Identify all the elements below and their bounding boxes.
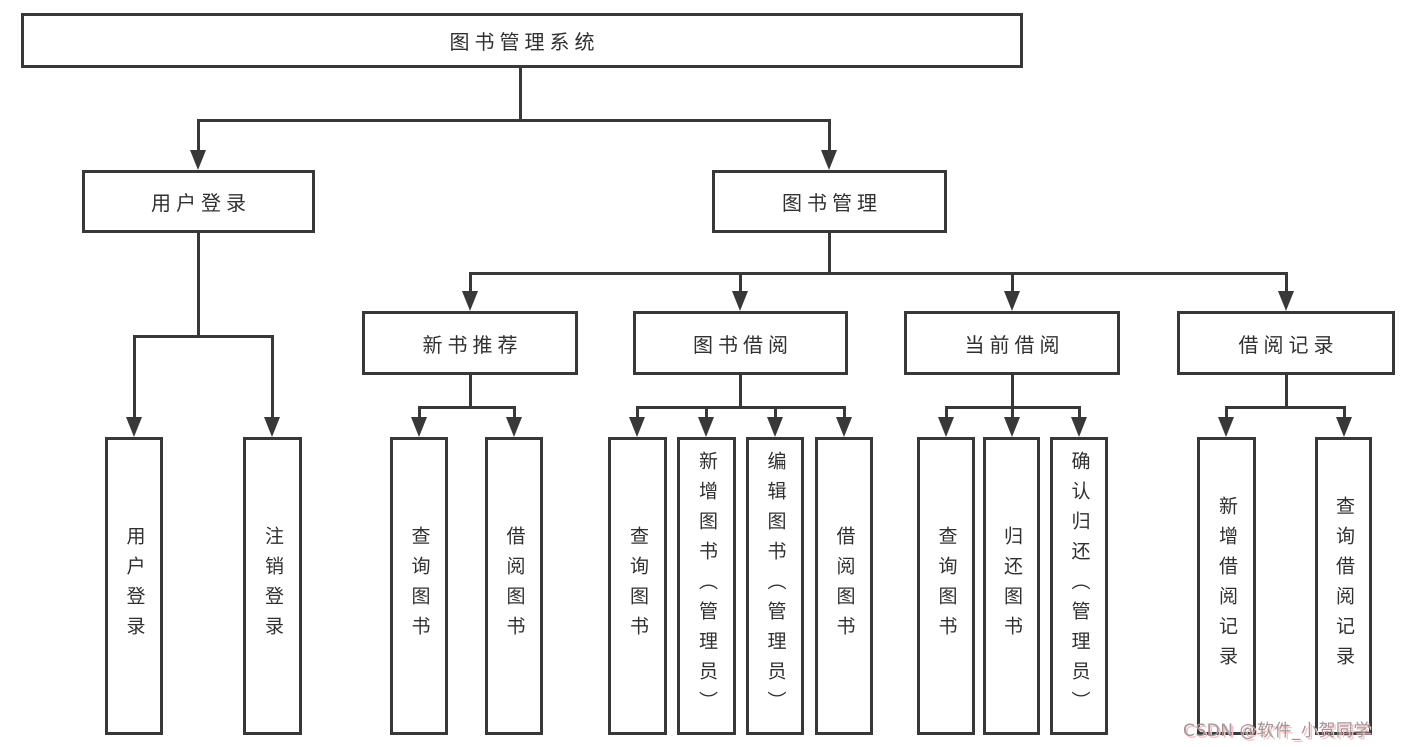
connector-bar <box>1225 406 1345 409</box>
arrow-down-icon <box>126 417 142 437</box>
leaf-confirm-return-admin: 确认归还（管理员） <box>1050 437 1108 735</box>
connector-arrow-shaft <box>773 406 777 419</box>
connector-arrow-shaft <box>1342 406 1346 419</box>
leaf-borrow-books-2-label: 借阅图书 <box>833 526 856 646</box>
arrow-down-icon <box>1004 417 1020 437</box>
leaf-confirm-return-admin-label: 确认归还（管理员） <box>1068 451 1091 721</box>
node-current-borrow-label: 当前借阅 <box>964 332 1065 357</box>
leaf-query-borrow-record: 查询借阅记录 <box>1315 437 1372 735</box>
leaf-query-books-2: 查询图书 <box>608 437 667 735</box>
node-user-login-label: 用户登录 <box>151 191 251 215</box>
node-new-book-recommend: 新书推荐 <box>362 311 578 375</box>
connector-arrow-shaft <box>827 119 831 152</box>
connector-arrow-shaft <box>1010 272 1014 293</box>
node-book-borrow: 图书借阅 <box>633 311 848 375</box>
connector-arrow-shaft <box>196 119 200 152</box>
arrow-down-icon <box>411 417 427 437</box>
leaf-borrow-books-1-label: 借阅图书 <box>503 526 526 646</box>
node-borrow-records-label: 借阅记录 <box>1238 332 1339 357</box>
node-book-management-label: 图书管理 <box>782 191 882 215</box>
node-user-login: 用户登录 <box>82 170 315 233</box>
leaf-borrow-books-2: 借阅图书 <box>815 437 873 735</box>
arrow-down-icon <box>506 417 522 437</box>
leaf-query-books-3: 查询图书 <box>917 437 975 735</box>
node-current-borrow: 当前借阅 <box>904 311 1120 375</box>
leaf-edit-books-admin: 编辑图书（管理员） <box>746 437 804 735</box>
connector-stub <box>468 375 472 407</box>
arrow-down-icon <box>629 417 645 437</box>
connector-stub <box>196 233 200 336</box>
connector-arrow-shaft <box>270 335 274 419</box>
arrow-down-icon <box>190 150 206 170</box>
arrow-down-icon <box>767 417 783 437</box>
connector-arrow-shaft <box>842 406 846 419</box>
connector-arrow-shaft <box>132 335 136 419</box>
connector-bar <box>197 119 831 122</box>
connector-arrow-shaft <box>738 272 742 293</box>
arrow-down-icon <box>462 291 478 311</box>
connector-arrow-shaft <box>944 406 948 419</box>
arrow-down-icon <box>836 417 852 437</box>
connector-arrow-shaft <box>512 406 516 419</box>
leaf-borrow-books-1: 借阅图书 <box>485 437 543 735</box>
arrow-down-icon <box>1071 417 1087 437</box>
connector-arrow-shaft <box>468 272 472 293</box>
connector-arrow-shaft <box>417 406 421 419</box>
connector-stub <box>738 375 742 407</box>
connector-stub <box>827 233 831 274</box>
leaf-query-borrow-record-label: 查询借阅记录 <box>1333 496 1355 676</box>
connector-arrow-shaft <box>1077 406 1081 419</box>
connector-arrow-shaft <box>635 406 639 419</box>
node-root-system: 图书管理系统 <box>21 13 1023 68</box>
leaf-query-books-1-label: 查询图书 <box>408 526 431 646</box>
arrow-down-icon <box>698 417 714 437</box>
leaf-user-login-label: 用户登录 <box>123 526 146 646</box>
connector-stub <box>1010 375 1014 407</box>
connector-arrow-shaft <box>1010 406 1014 419</box>
leaf-logout-label: 注销登录 <box>262 526 284 646</box>
connector-bar <box>469 272 1287 275</box>
leaf-return-books-label: 归还图书 <box>1001 526 1023 646</box>
connector-bar <box>133 335 274 338</box>
leaf-query-books-3-label: 查询图书 <box>935 526 958 646</box>
node-book-management: 图书管理 <box>712 170 947 233</box>
arrow-down-icon <box>1278 291 1294 311</box>
leaf-add-books-admin: 新增图书（管理员） <box>677 437 736 735</box>
node-borrow-records: 借阅记录 <box>1177 311 1395 375</box>
arrow-down-icon <box>1004 291 1020 311</box>
csdn-watermark: CSDN @软件_小贺同学 <box>1183 721 1371 741</box>
arrow-down-icon <box>1218 417 1234 437</box>
leaf-query-books-2-label: 查询图书 <box>627 526 649 646</box>
connector-bar <box>418 406 515 409</box>
arrow-down-icon <box>938 417 954 437</box>
connector-arrow-shaft <box>704 406 708 419</box>
arrow-down-icon <box>821 150 837 170</box>
leaf-logout: 注销登录 <box>243 437 302 735</box>
connector-bar <box>636 406 846 409</box>
leaf-add-books-admin-label: 新增图书（管理员） <box>696 451 718 721</box>
node-book-borrow-label: 图书借阅 <box>693 332 793 357</box>
node-root-system-label: 图书管理系统 <box>449 30 600 54</box>
leaf-query-books-1: 查询图书 <box>390 437 448 735</box>
leaf-add-borrow-record-label: 新增借阅记录 <box>1216 496 1238 676</box>
arrow-down-icon <box>732 291 748 311</box>
arrow-down-icon <box>264 417 280 437</box>
connector-arrow-shaft <box>1224 406 1228 419</box>
leaf-user-login: 用户登录 <box>105 437 163 735</box>
node-new-book-recommend-label: 新书推荐 <box>422 332 523 357</box>
leaf-return-books: 归还图书 <box>983 437 1040 735</box>
leaf-add-borrow-record: 新增借阅记录 <box>1197 437 1256 735</box>
connector-stub <box>1284 375 1288 407</box>
connector-arrow-shaft <box>1284 272 1288 293</box>
leaf-edit-books-admin-label: 编辑图书（管理员） <box>764 451 787 721</box>
arrow-down-icon <box>1336 417 1352 437</box>
connector-stub <box>518 68 522 120</box>
